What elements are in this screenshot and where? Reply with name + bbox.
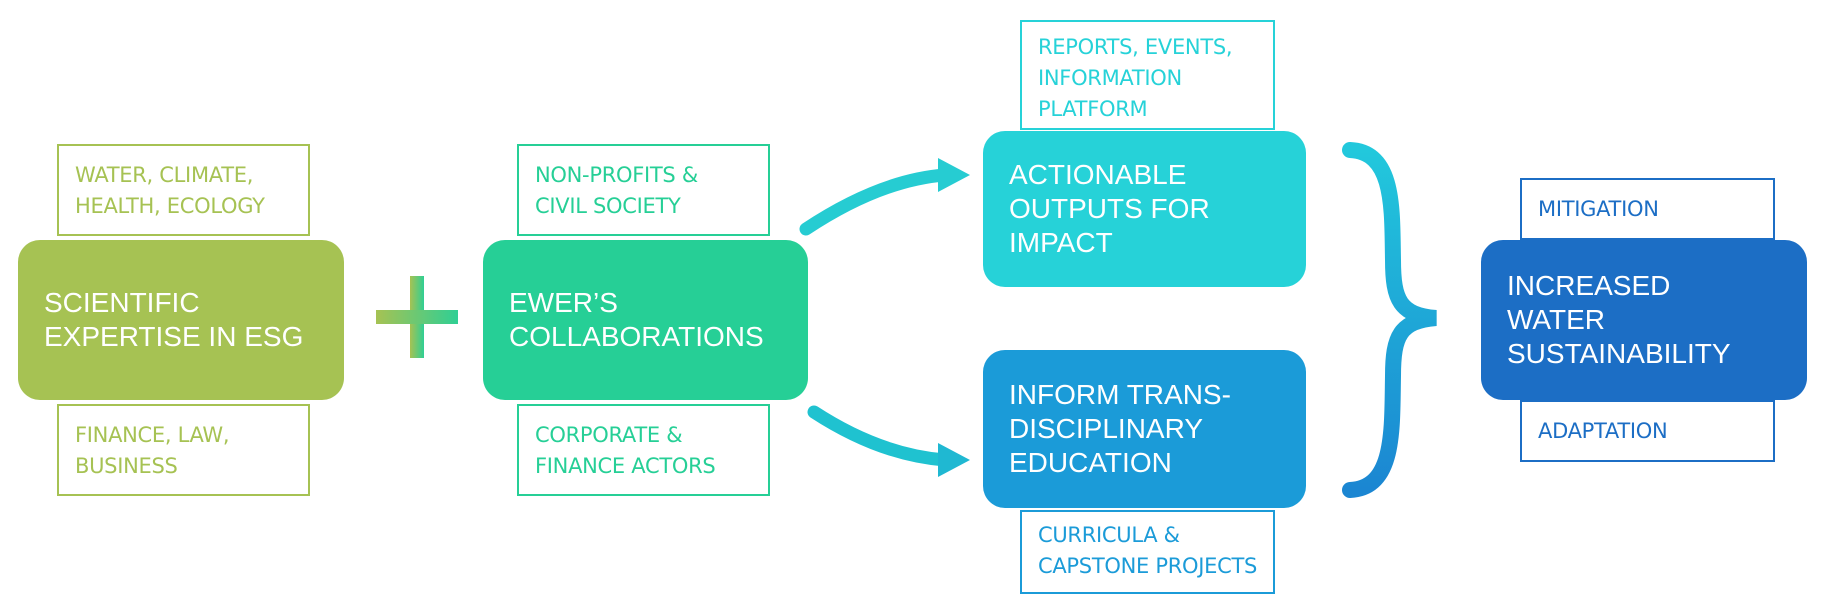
tag-corporate-finance-actors: CORPORATE & FINANCE ACTORS [517,404,770,496]
inform-education-box: INFORM TRANS- DISCIPLINARY EDUCATION [983,350,1306,508]
arrow-to-education [807,405,970,477]
tag-finance-law-business: FINANCE, LAW, BUSINESS [57,404,310,496]
tag-mitigation: MITIGATION [1520,178,1775,240]
tag-adaptation: ADAPTATION [1520,400,1775,462]
tag-non-profits-civil-society: NON-PROFITS & CIVIL SOCIETY [517,144,770,236]
actionable-outputs-box: ACTIONABLE OUTPUTS FOR IMPACT [983,131,1306,287]
tag-water-climate-health-ecology: WATER, CLIMATE, HEALTH, ECOLOGY [57,144,310,236]
curly-brace-icon [1342,142,1437,498]
tag-curricula-capstone-projects: CURRICULA & CAPSTONE PROJECTS [1020,510,1275,594]
ewer-collaborations-box: EWER’S COLLABORATIONS [483,240,808,400]
scientific-expertise-box: SCIENTIFIC EXPERTISE IN ESG [18,240,344,400]
arrow-to-actionable-outputs [799,158,970,236]
tag-reports-events-information-platform: REPORTS, EVENTS, INFORMATION PLATFORM [1020,20,1275,130]
plus-icon [376,276,458,358]
increased-water-sustainability-box: INCREASED WATER SUSTAINABILITY [1481,240,1807,400]
